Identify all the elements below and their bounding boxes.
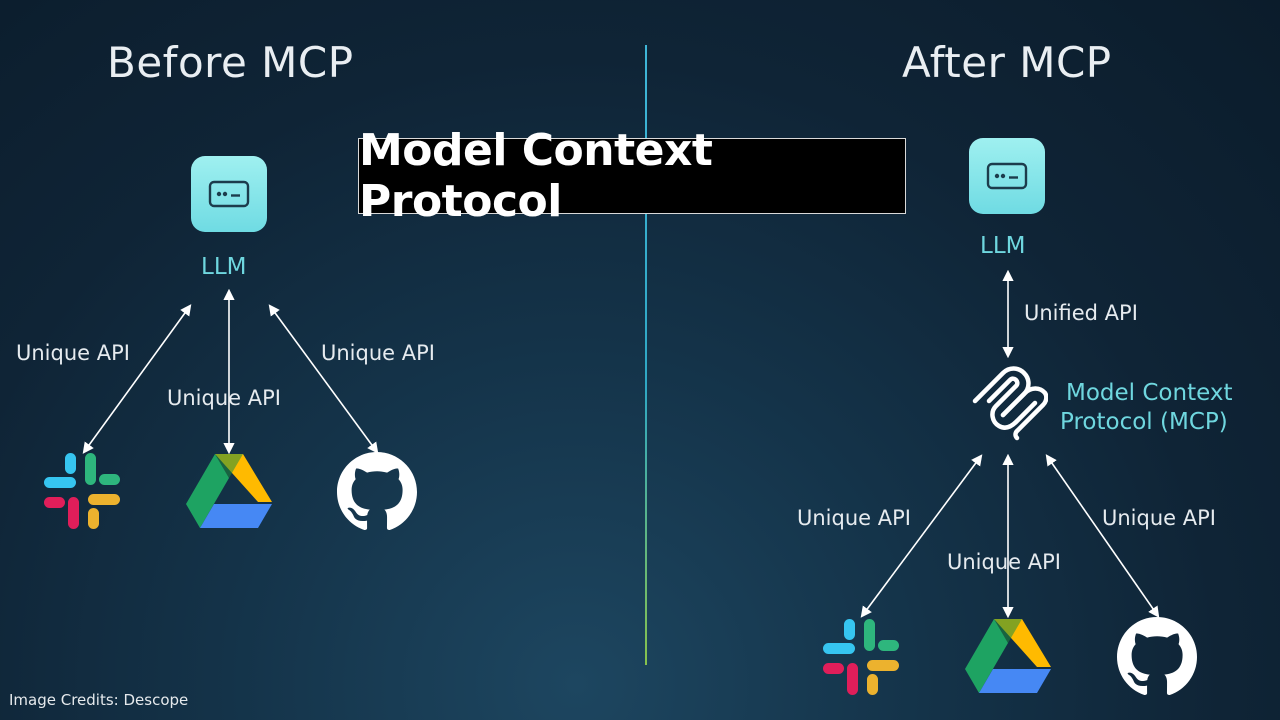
unified-api-label: Unified API bbox=[1024, 301, 1138, 325]
slack-icon bbox=[44, 453, 120, 529]
after-llm-tile bbox=[969, 138, 1045, 214]
after-api-label-github: Unique API bbox=[1102, 506, 1216, 530]
title-text: Model Context Protocol bbox=[359, 125, 713, 227]
after-llm-label: LLM bbox=[980, 233, 1026, 259]
after-arrow-github bbox=[1045, 454, 1160, 618]
title-banner: Model Context Protocol bbox=[358, 125, 906, 227]
mcp-label-line1: Model Context bbox=[1066, 380, 1233, 406]
before-api-label-drive: Unique API bbox=[167, 386, 281, 410]
after-arrow-slack bbox=[860, 454, 983, 618]
slack-icon bbox=[823, 619, 899, 695]
before-api-label-github: Unique API bbox=[321, 341, 435, 365]
github-icon bbox=[337, 452, 417, 531]
google-drive-icon bbox=[186, 454, 272, 528]
google-drive-icon bbox=[965, 619, 1051, 693]
mcp-label-line2: Protocol (MCP) bbox=[1060, 409, 1228, 435]
mcp-logo-icon bbox=[972, 366, 1048, 441]
image-credits: Image Credits: Descope bbox=[9, 691, 189, 709]
before-arrow-slack bbox=[82, 304, 192, 454]
before-llm-tile bbox=[191, 156, 267, 232]
terminal-icon bbox=[986, 162, 1028, 190]
before-api-label-slack: Unique API bbox=[16, 341, 130, 365]
terminal-icon bbox=[208, 180, 250, 208]
after-api-label-drive: Unique API bbox=[947, 550, 1061, 574]
after-mcp-heading: After MCP bbox=[902, 38, 1112, 87]
before-llm-label: LLM bbox=[201, 254, 247, 280]
github-icon bbox=[1117, 617, 1197, 696]
before-mcp-heading: Before MCP bbox=[107, 38, 354, 87]
center-divider bbox=[645, 45, 647, 665]
after-api-label-slack: Unique API bbox=[797, 506, 911, 530]
before-arrow-github bbox=[268, 304, 379, 454]
